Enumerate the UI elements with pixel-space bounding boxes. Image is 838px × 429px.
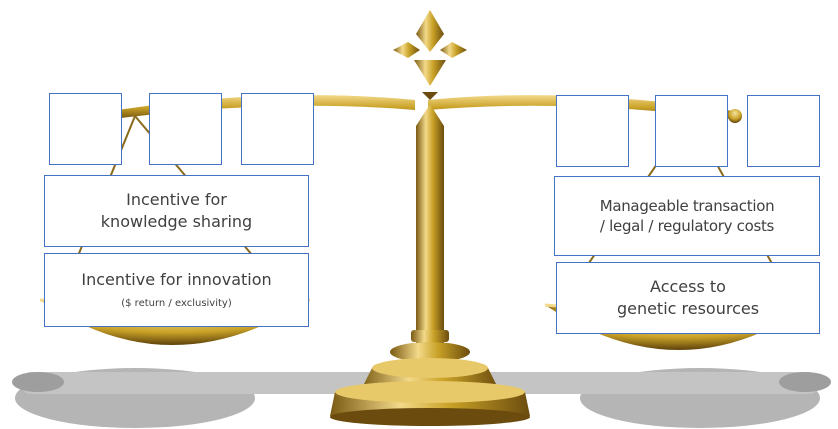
right-weight-box-1 (556, 95, 629, 167)
left-top-label-line2: knowledge sharing (100, 212, 253, 231)
scale-base (330, 342, 530, 426)
right-top-label: Manageable transaction / legal / regulat… (554, 176, 820, 256)
left-bottom-label: Incentive for innovation ($ return / exc… (44, 253, 309, 327)
left-weight-box-3 (241, 93, 314, 165)
scale-finial (393, 10, 467, 100)
left-top-label-line1: Incentive for (126, 190, 227, 210)
right-top-label-line2: / legal / regulatory costs (599, 217, 775, 235)
right-top-label-line1: Manageable transaction (599, 196, 775, 215)
left-top-label: Incentive for knowledge sharing (44, 175, 309, 247)
right-bottom-label: Access to genetic resources (556, 262, 820, 334)
right-bottom-label-line1: Access to (650, 277, 726, 297)
right-weight-box-3 (747, 95, 820, 167)
scale-pillar (411, 104, 449, 358)
scale-shadow (12, 368, 831, 428)
left-bottom-label-line2: ($ return / exclusivity) (121, 298, 232, 310)
left-bottom-label-line1: Incentive for innovation (81, 270, 272, 290)
right-bottom-label-line2: genetic resources (616, 299, 760, 318)
right-weight-box-2 (655, 95, 728, 167)
left-weight-box-2 (149, 93, 222, 165)
left-weight-box-1 (49, 93, 122, 165)
